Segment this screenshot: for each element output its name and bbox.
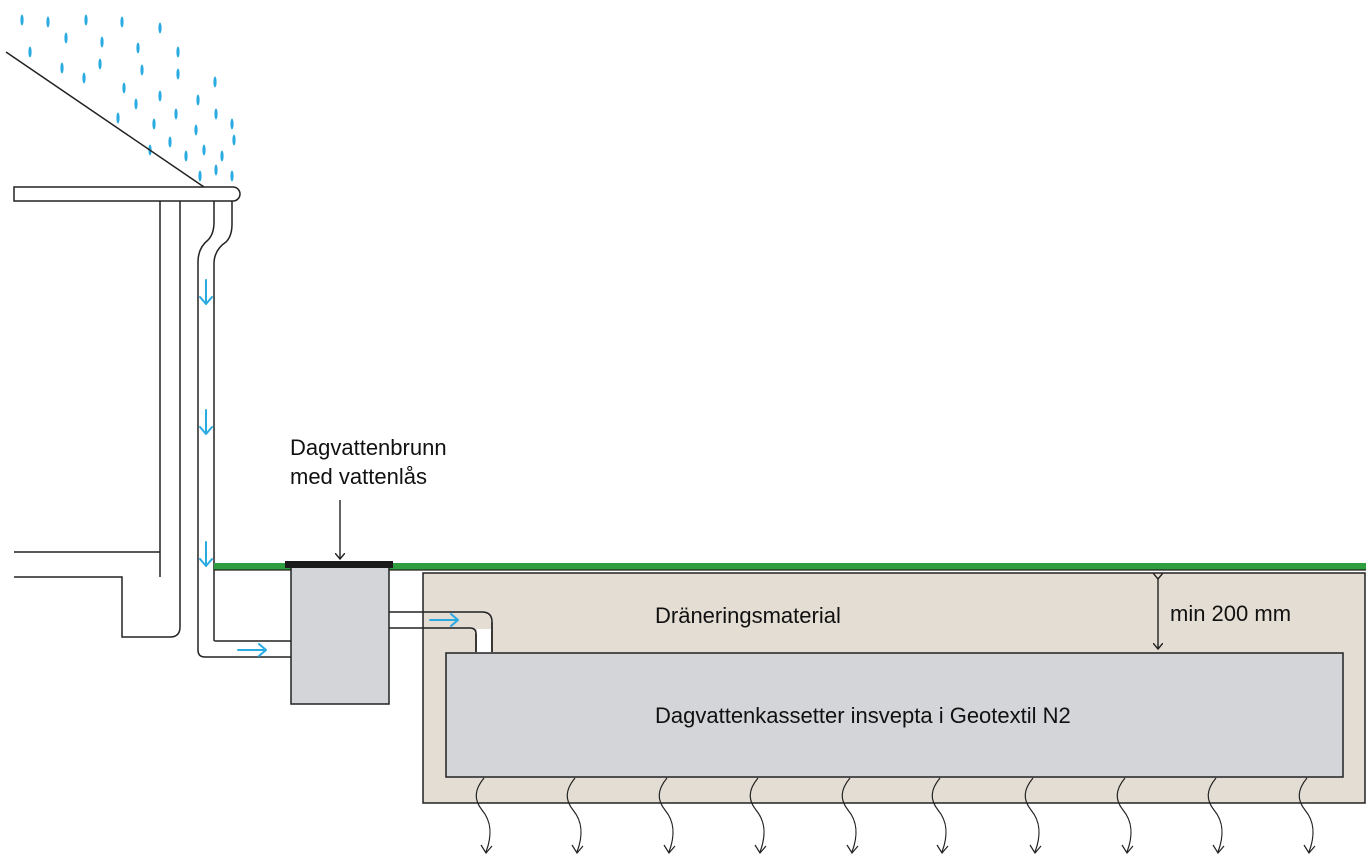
raindrop-icon <box>174 108 178 120</box>
raindrop-icon <box>196 94 200 106</box>
raindrop-icon <box>46 16 50 28</box>
infiltration-arrowhead-icon <box>936 844 949 855</box>
ground-surface <box>214 563 1366 570</box>
infiltration-arrow-icon <box>749 777 765 853</box>
raindrop-icon <box>176 68 180 80</box>
raindrop-icon <box>152 118 156 130</box>
water-flow <box>199 279 459 657</box>
rain <box>20 14 236 182</box>
infiltration-arrow-icon <box>1116 777 1132 853</box>
well-lid <box>285 561 393 568</box>
raindrop-icon <box>100 36 104 48</box>
infiltration-arrowhead-icon <box>846 844 859 855</box>
house-wall <box>14 201 181 638</box>
infiltration-arrowhead-icon <box>1121 844 1134 855</box>
raindrop-icon <box>214 108 218 120</box>
infiltration-arrowhead-icon <box>1212 844 1225 855</box>
infiltration-arrow-icon <box>1207 777 1223 853</box>
downpipe <box>197 201 291 658</box>
raindrop-icon <box>158 22 162 34</box>
raindrop-icon <box>134 98 138 110</box>
raindrop-icon <box>140 64 144 76</box>
raindrop-icon <box>120 16 124 28</box>
raindrop-icon <box>198 170 202 182</box>
arrow-down-icon <box>199 541 213 567</box>
raindrop-icon <box>84 14 88 26</box>
infiltration-arrow-icon <box>1024 777 1040 853</box>
infiltration-arrowhead-icon <box>1029 844 1042 855</box>
gutter <box>13 186 241 202</box>
infiltration <box>475 777 1316 855</box>
raindrop-icon <box>122 82 126 94</box>
infiltration-arrowhead-icon <box>1303 844 1316 855</box>
infiltration-arrow-icon <box>658 777 674 853</box>
infiltration-arrowhead-icon <box>754 844 767 855</box>
raindrop-icon <box>213 76 217 88</box>
cassette-label: Dagvattenkassetter insvepta i Geotextil … <box>655 703 1071 728</box>
infiltration-arrowhead-icon <box>571 844 584 855</box>
raindrop-icon <box>158 90 162 102</box>
arrow-right-icon <box>237 643 267 657</box>
infiltration-arrow-icon <box>475 777 491 853</box>
arrow-down-icon <box>199 409 213 435</box>
drainage-label: Dräneringsmaterial <box>655 603 841 628</box>
depth-label: min 200 mm <box>1170 601 1291 626</box>
raindrop-icon <box>116 112 120 124</box>
raindrop-icon <box>202 144 206 156</box>
raindrop-icon <box>184 150 188 162</box>
raindrop-icon <box>176 46 180 58</box>
well-label-line1: Dagvattenbrunn <box>290 435 447 460</box>
raindrop-icon <box>64 32 68 44</box>
raindrop-icon <box>28 46 32 58</box>
arrow-right-icon <box>429 613 459 627</box>
raindrop-icon <box>230 118 234 130</box>
stormwater-cassettes <box>445 652 1344 778</box>
raindrop-icon <box>98 58 102 70</box>
raindrop-icon <box>214 164 218 176</box>
raindrop-icon <box>82 72 86 84</box>
raindrop-icon <box>168 136 172 148</box>
infiltration-arrow-icon <box>566 777 582 853</box>
raindrop-icon <box>230 170 234 182</box>
raindrop-icon <box>60 62 64 74</box>
stormwater-well <box>290 566 390 705</box>
infiltration-arrow-icon <box>841 777 857 853</box>
raindrop-icon <box>136 42 140 54</box>
infiltration-arrow-icon <box>931 777 947 853</box>
infiltration-arrowhead-icon <box>480 844 493 855</box>
raindrop-icon <box>232 134 236 146</box>
arrow-down-icon <box>199 279 213 305</box>
raindrop-icon <box>194 124 198 136</box>
raindrop-icon <box>20 14 24 26</box>
raindrop-icon <box>220 150 224 162</box>
roof-line <box>5 51 205 188</box>
infiltration-arrow-icon <box>1298 777 1314 853</box>
well-label-line2: med vattenlås <box>290 464 427 489</box>
infiltration-arrowhead-icon <box>663 844 676 855</box>
